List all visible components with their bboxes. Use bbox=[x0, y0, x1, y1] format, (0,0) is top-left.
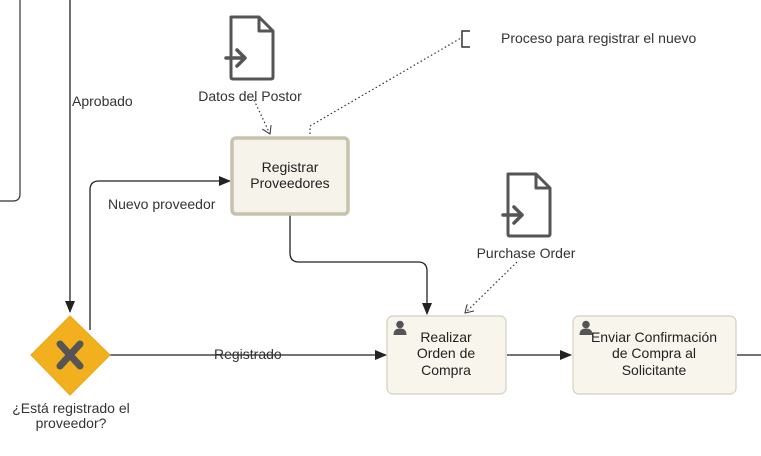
partial-lane-border bbox=[0, 0, 21, 202]
data-object-purchase-order[interactable]: Purchase Order bbox=[477, 172, 576, 261]
user-task-icon bbox=[393, 320, 407, 335]
flow-label-nuevo-proveedor: Nuevo proveedor bbox=[108, 196, 216, 212]
data-input-icon bbox=[229, 15, 275, 81]
data-object-label: Purchase Order bbox=[477, 245, 576, 261]
gateway-label-line: ¿Está registrado el bbox=[12, 400, 130, 416]
flow-label-aprobado: Aprobado bbox=[72, 93, 133, 109]
task-label-line: Realizar bbox=[420, 329, 472, 345]
annotation-text: Proceso para registrar el nuevo bbox=[501, 30, 697, 46]
flow-nuevo-proveedor[interactable] bbox=[89, 176, 231, 330]
task-label-line: Solicitante bbox=[622, 362, 687, 378]
annotation-bracket bbox=[461, 30, 470, 48]
task-label-line: Compra bbox=[421, 362, 471, 378]
exclusive-gateway-x-icon bbox=[56, 340, 84, 370]
association-purchase-order bbox=[465, 261, 518, 313]
association-datos-postor bbox=[253, 99, 270, 134]
task-label-line: Proveedores bbox=[250, 175, 329, 191]
gateway-esta-registrado[interactable]: ¿Está registrado el proveedor? bbox=[12, 315, 130, 431]
task-label-line: Enviar Confirmación bbox=[591, 329, 717, 345]
task-label-line: Registrar bbox=[262, 159, 319, 175]
data-object-datos-postor[interactable]: Datos del Postor bbox=[198, 15, 302, 104]
task-registrar-proveedores[interactable]: Registrar Proveedores bbox=[230, 136, 350, 216]
association-annotation bbox=[309, 37, 462, 134]
gateway-label-line: proveedor? bbox=[36, 415, 107, 431]
task-enviar-confirmacion[interactable]: Enviar Confirmación de Compra al Solicit… bbox=[572, 315, 737, 395]
user-task-icon bbox=[579, 320, 593, 335]
data-input-icon bbox=[506, 172, 552, 238]
flow-label-registrado: Registrado bbox=[214, 346, 282, 362]
flow-registrar-to-orden[interactable] bbox=[289, 215, 432, 315]
task-realizar-orden-compra[interactable]: Realizar Orden de Compra bbox=[386, 315, 507, 395]
data-object-label: Datos del Postor bbox=[198, 88, 302, 104]
task-label-line: de Compra al bbox=[612, 345, 696, 361]
task-label-line: Orden de bbox=[417, 345, 476, 361]
